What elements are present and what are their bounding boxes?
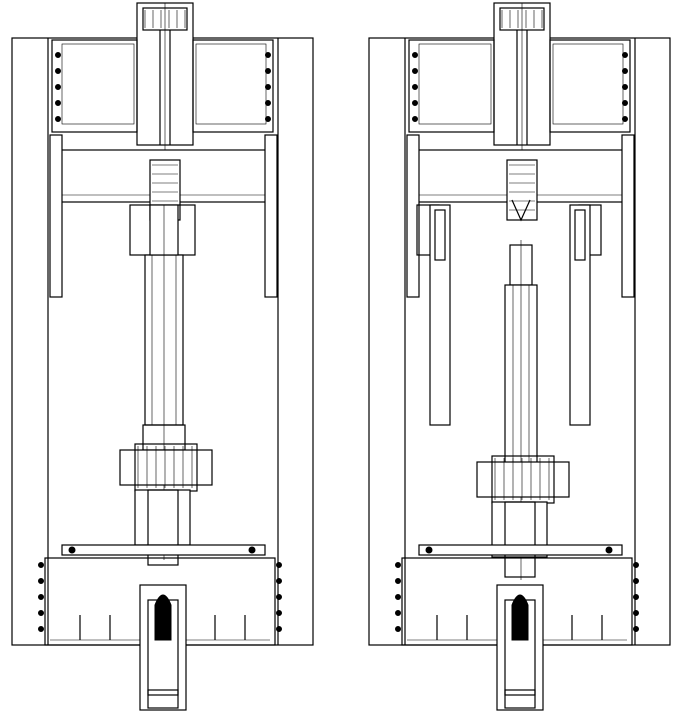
jack-piston xyxy=(154,594,172,641)
bolt xyxy=(633,626,639,632)
bolt xyxy=(38,594,44,600)
bolt xyxy=(633,610,639,616)
bolt xyxy=(55,68,61,74)
bottom-jack xyxy=(139,584,187,711)
column-right xyxy=(264,134,278,298)
lower-sleeve xyxy=(134,489,191,566)
hub-body xyxy=(476,461,570,498)
sleeve-inner xyxy=(504,501,536,578)
platform-plate xyxy=(418,544,623,556)
bolt xyxy=(412,100,418,106)
bolt xyxy=(276,626,282,632)
bolt xyxy=(265,100,271,106)
bolt xyxy=(265,116,271,122)
bolt xyxy=(265,84,271,90)
bolt xyxy=(38,610,44,616)
lower-sleeve xyxy=(491,501,548,578)
bolt xyxy=(622,68,628,74)
bolt xyxy=(55,84,61,90)
housing-left-inner xyxy=(61,43,135,125)
housing-right xyxy=(192,39,274,133)
arm-actuator-left xyxy=(434,209,446,261)
sleeve-inner xyxy=(147,489,179,566)
bolt xyxy=(276,562,282,568)
jack-piston xyxy=(511,594,529,641)
top-cylinder xyxy=(493,2,551,150)
bolt xyxy=(622,116,628,122)
bolt xyxy=(395,578,401,584)
clamp-block xyxy=(506,159,538,221)
housing-left-inner xyxy=(418,43,492,125)
bolt xyxy=(633,578,639,584)
sleeve-body xyxy=(134,489,191,546)
bolt xyxy=(395,610,401,616)
bolt xyxy=(412,52,418,58)
housing-left xyxy=(408,39,495,133)
housing-right xyxy=(549,39,631,133)
column-right xyxy=(621,134,635,298)
upper-housing xyxy=(408,39,631,133)
housing-left xyxy=(51,39,138,133)
bolt xyxy=(633,562,639,568)
side-columns xyxy=(49,134,278,298)
housing-right-inner xyxy=(552,43,624,125)
bolt xyxy=(395,626,401,632)
bolt xyxy=(622,52,628,58)
top-cylinder xyxy=(136,2,194,150)
platform xyxy=(418,544,623,556)
bolt xyxy=(633,594,639,600)
hub xyxy=(119,443,213,492)
platform-bolt xyxy=(248,546,256,554)
bolt xyxy=(412,84,418,90)
jack-base xyxy=(147,689,179,709)
side-columns xyxy=(406,134,635,426)
column-left xyxy=(406,134,420,298)
hub-body xyxy=(119,449,213,486)
bolt xyxy=(55,52,61,58)
bolt xyxy=(412,68,418,74)
platform-bolt xyxy=(605,546,613,554)
bolt xyxy=(276,610,282,616)
assembly-view-right xyxy=(368,2,671,711)
arm-actuator-right xyxy=(574,209,586,261)
bolt xyxy=(38,578,44,584)
bolt xyxy=(622,84,628,90)
bolt xyxy=(276,578,282,584)
column-left xyxy=(49,134,63,298)
bottom-jack xyxy=(496,584,544,711)
bolt xyxy=(55,116,61,122)
platform-bolt xyxy=(425,546,433,554)
assembly-view-left xyxy=(11,2,314,711)
bolt xyxy=(265,52,271,58)
bolt xyxy=(276,594,282,600)
bolt xyxy=(55,100,61,106)
upper-housing xyxy=(51,39,274,133)
platform-plate xyxy=(61,544,266,556)
bolt xyxy=(38,626,44,632)
hanging-arm-left xyxy=(429,204,451,426)
bolt xyxy=(622,100,628,106)
bolt xyxy=(265,68,271,74)
hanging-arm-right xyxy=(569,204,591,426)
main-shaft xyxy=(142,204,186,560)
bolt xyxy=(395,562,401,568)
platform-bolt xyxy=(68,546,76,554)
jack-base xyxy=(504,689,536,709)
platform xyxy=(61,544,266,556)
hub xyxy=(476,455,570,504)
bolt xyxy=(412,116,418,122)
bolt xyxy=(395,594,401,600)
gripper-tip xyxy=(511,199,531,222)
bolt xyxy=(38,562,44,568)
housing-right-inner xyxy=(195,43,267,125)
